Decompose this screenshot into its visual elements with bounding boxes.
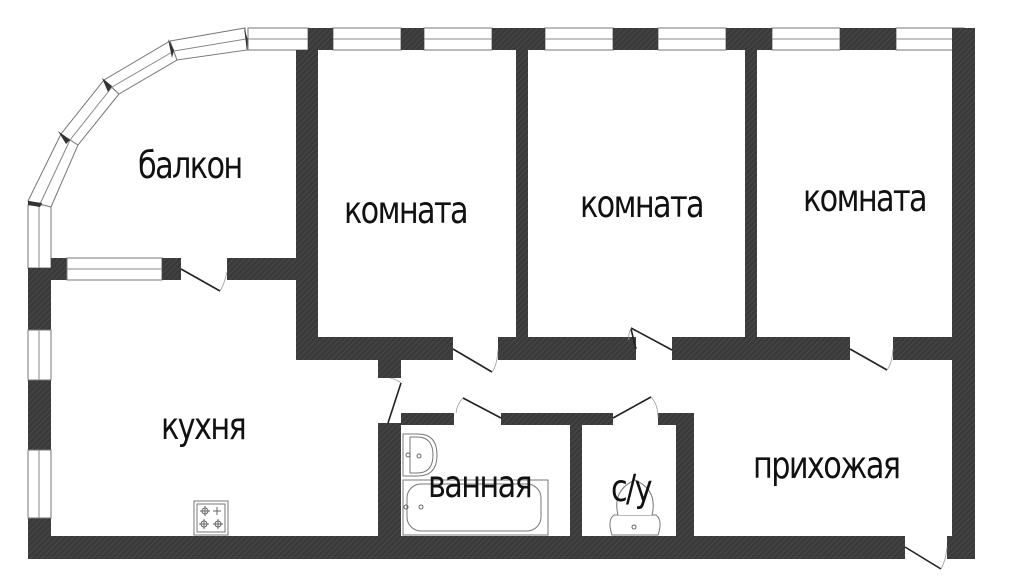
room-label-kitchen: кухня xyxy=(161,405,247,448)
interior-walls xyxy=(296,50,975,536)
room-label-room-2: комната xyxy=(580,183,705,226)
room-label-hallway: прихожая xyxy=(753,444,901,487)
room-label-wc: с/у xyxy=(611,467,653,510)
top-windows xyxy=(247,27,965,51)
doors xyxy=(180,268,948,570)
kitchen-side-windows xyxy=(27,329,52,519)
stove-icon xyxy=(193,500,229,536)
sink-icon xyxy=(402,433,438,477)
balcony-curved-window xyxy=(27,27,248,269)
toilet-icon xyxy=(609,479,661,536)
room-label-room-1: комната xyxy=(344,189,469,232)
exterior-walls xyxy=(28,28,975,559)
room-label-bathroom: ванная xyxy=(428,463,533,506)
room-label-room-3: комната xyxy=(803,177,928,220)
bathtub-icon xyxy=(402,479,549,536)
balcony-kitchen-wall xyxy=(51,257,318,281)
room-label-balcony: балкон xyxy=(138,144,243,187)
